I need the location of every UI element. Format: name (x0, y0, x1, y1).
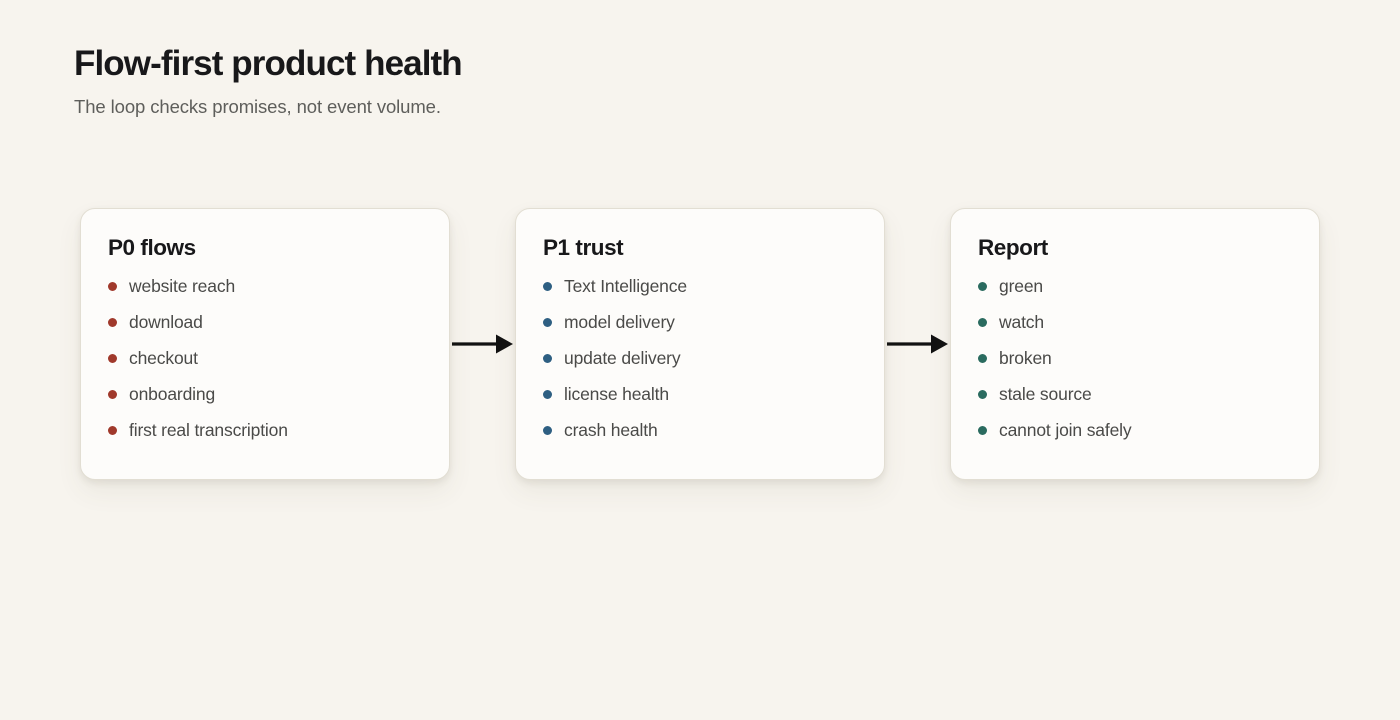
arrow-right-icon (886, 334, 948, 354)
list-item-label: first real transcription (129, 419, 288, 440)
list-item: crash health (543, 412, 858, 448)
bullet-dot-icon (108, 425, 117, 435)
list-item: update delivery (543, 340, 858, 376)
list-item-label: stale source (999, 383, 1092, 404)
card-list: website reach download checkout onboardi… (108, 268, 423, 448)
list-item: checkout (108, 340, 423, 376)
card-list: green watch broken stale source cannot j… (978, 268, 1293, 448)
bullet-dot-icon (543, 281, 552, 291)
list-item-label: license health (564, 383, 669, 404)
bullet-dot-icon (978, 353, 987, 363)
list-item-label: checkout (129, 347, 198, 368)
page-header: Flow-first product health The loop check… (74, 44, 1324, 118)
list-item: license health (543, 376, 858, 412)
bullet-dot-icon (108, 317, 117, 327)
page-subtitle: The loop checks promises, not event volu… (74, 95, 441, 117)
bullet-dot-icon (978, 317, 987, 327)
list-item-label: Text Intelligence (564, 275, 687, 296)
list-item-label: update delivery (564, 347, 681, 368)
bullet-dot-icon (108, 281, 117, 291)
list-item-label: model delivery (564, 311, 675, 332)
card-title: P0 flows (108, 235, 196, 260)
list-item: download (108, 304, 423, 340)
arrow-p0-to-p1 (450, 208, 515, 480)
bullet-dot-icon (543, 317, 552, 327)
list-item-label: green (999, 275, 1044, 296)
list-item: first real transcription (108, 412, 423, 448)
card-title: P1 trust (543, 235, 624, 260)
bullet-dot-icon (978, 425, 987, 435)
bullet-dot-icon (108, 389, 117, 399)
bullet-dot-icon (543, 353, 552, 363)
list-item: Text Intelligence (543, 268, 858, 304)
arrow-p1-to-report (885, 208, 950, 480)
flow-card-report[interactable]: Report green watch broken stale source (950, 208, 1320, 480)
flow-card-p1-trust[interactable]: P1 trust Text Intelligence model deliver… (515, 208, 885, 480)
flow-card-p0-flows[interactable]: P0 flows website reach download checkout… (80, 208, 450, 480)
list-item: cannot join safely (978, 412, 1293, 448)
bullet-dot-icon (108, 353, 117, 363)
list-item: model delivery (543, 304, 858, 340)
arrow-right-icon (451, 334, 513, 354)
flow-diagram: P0 flows website reach download checkout… (80, 208, 1320, 480)
list-item: green (978, 268, 1293, 304)
list-item: website reach (108, 268, 423, 304)
bullet-dot-icon (543, 425, 552, 435)
list-item-label: watch (999, 311, 1044, 332)
page-title: Flow-first product health (74, 44, 463, 83)
list-item: onboarding (108, 376, 423, 412)
bullet-dot-icon (978, 389, 987, 399)
list-item: broken (978, 340, 1293, 376)
list-item-label: website reach (129, 275, 236, 296)
card-title: Report (978, 235, 1048, 260)
bullet-dot-icon (543, 389, 552, 399)
list-item: watch (978, 304, 1293, 340)
list-item-label: onboarding (129, 383, 216, 404)
list-item-label: broken (999, 347, 1052, 368)
list-item-label: download (129, 311, 203, 332)
list-item-label: cannot join safely (999, 419, 1132, 440)
card-list: Text Intelligence model delivery update … (543, 268, 858, 448)
bullet-dot-icon (978, 281, 987, 291)
list-item-label: crash health (564, 419, 658, 440)
list-item: stale source (978, 376, 1293, 412)
